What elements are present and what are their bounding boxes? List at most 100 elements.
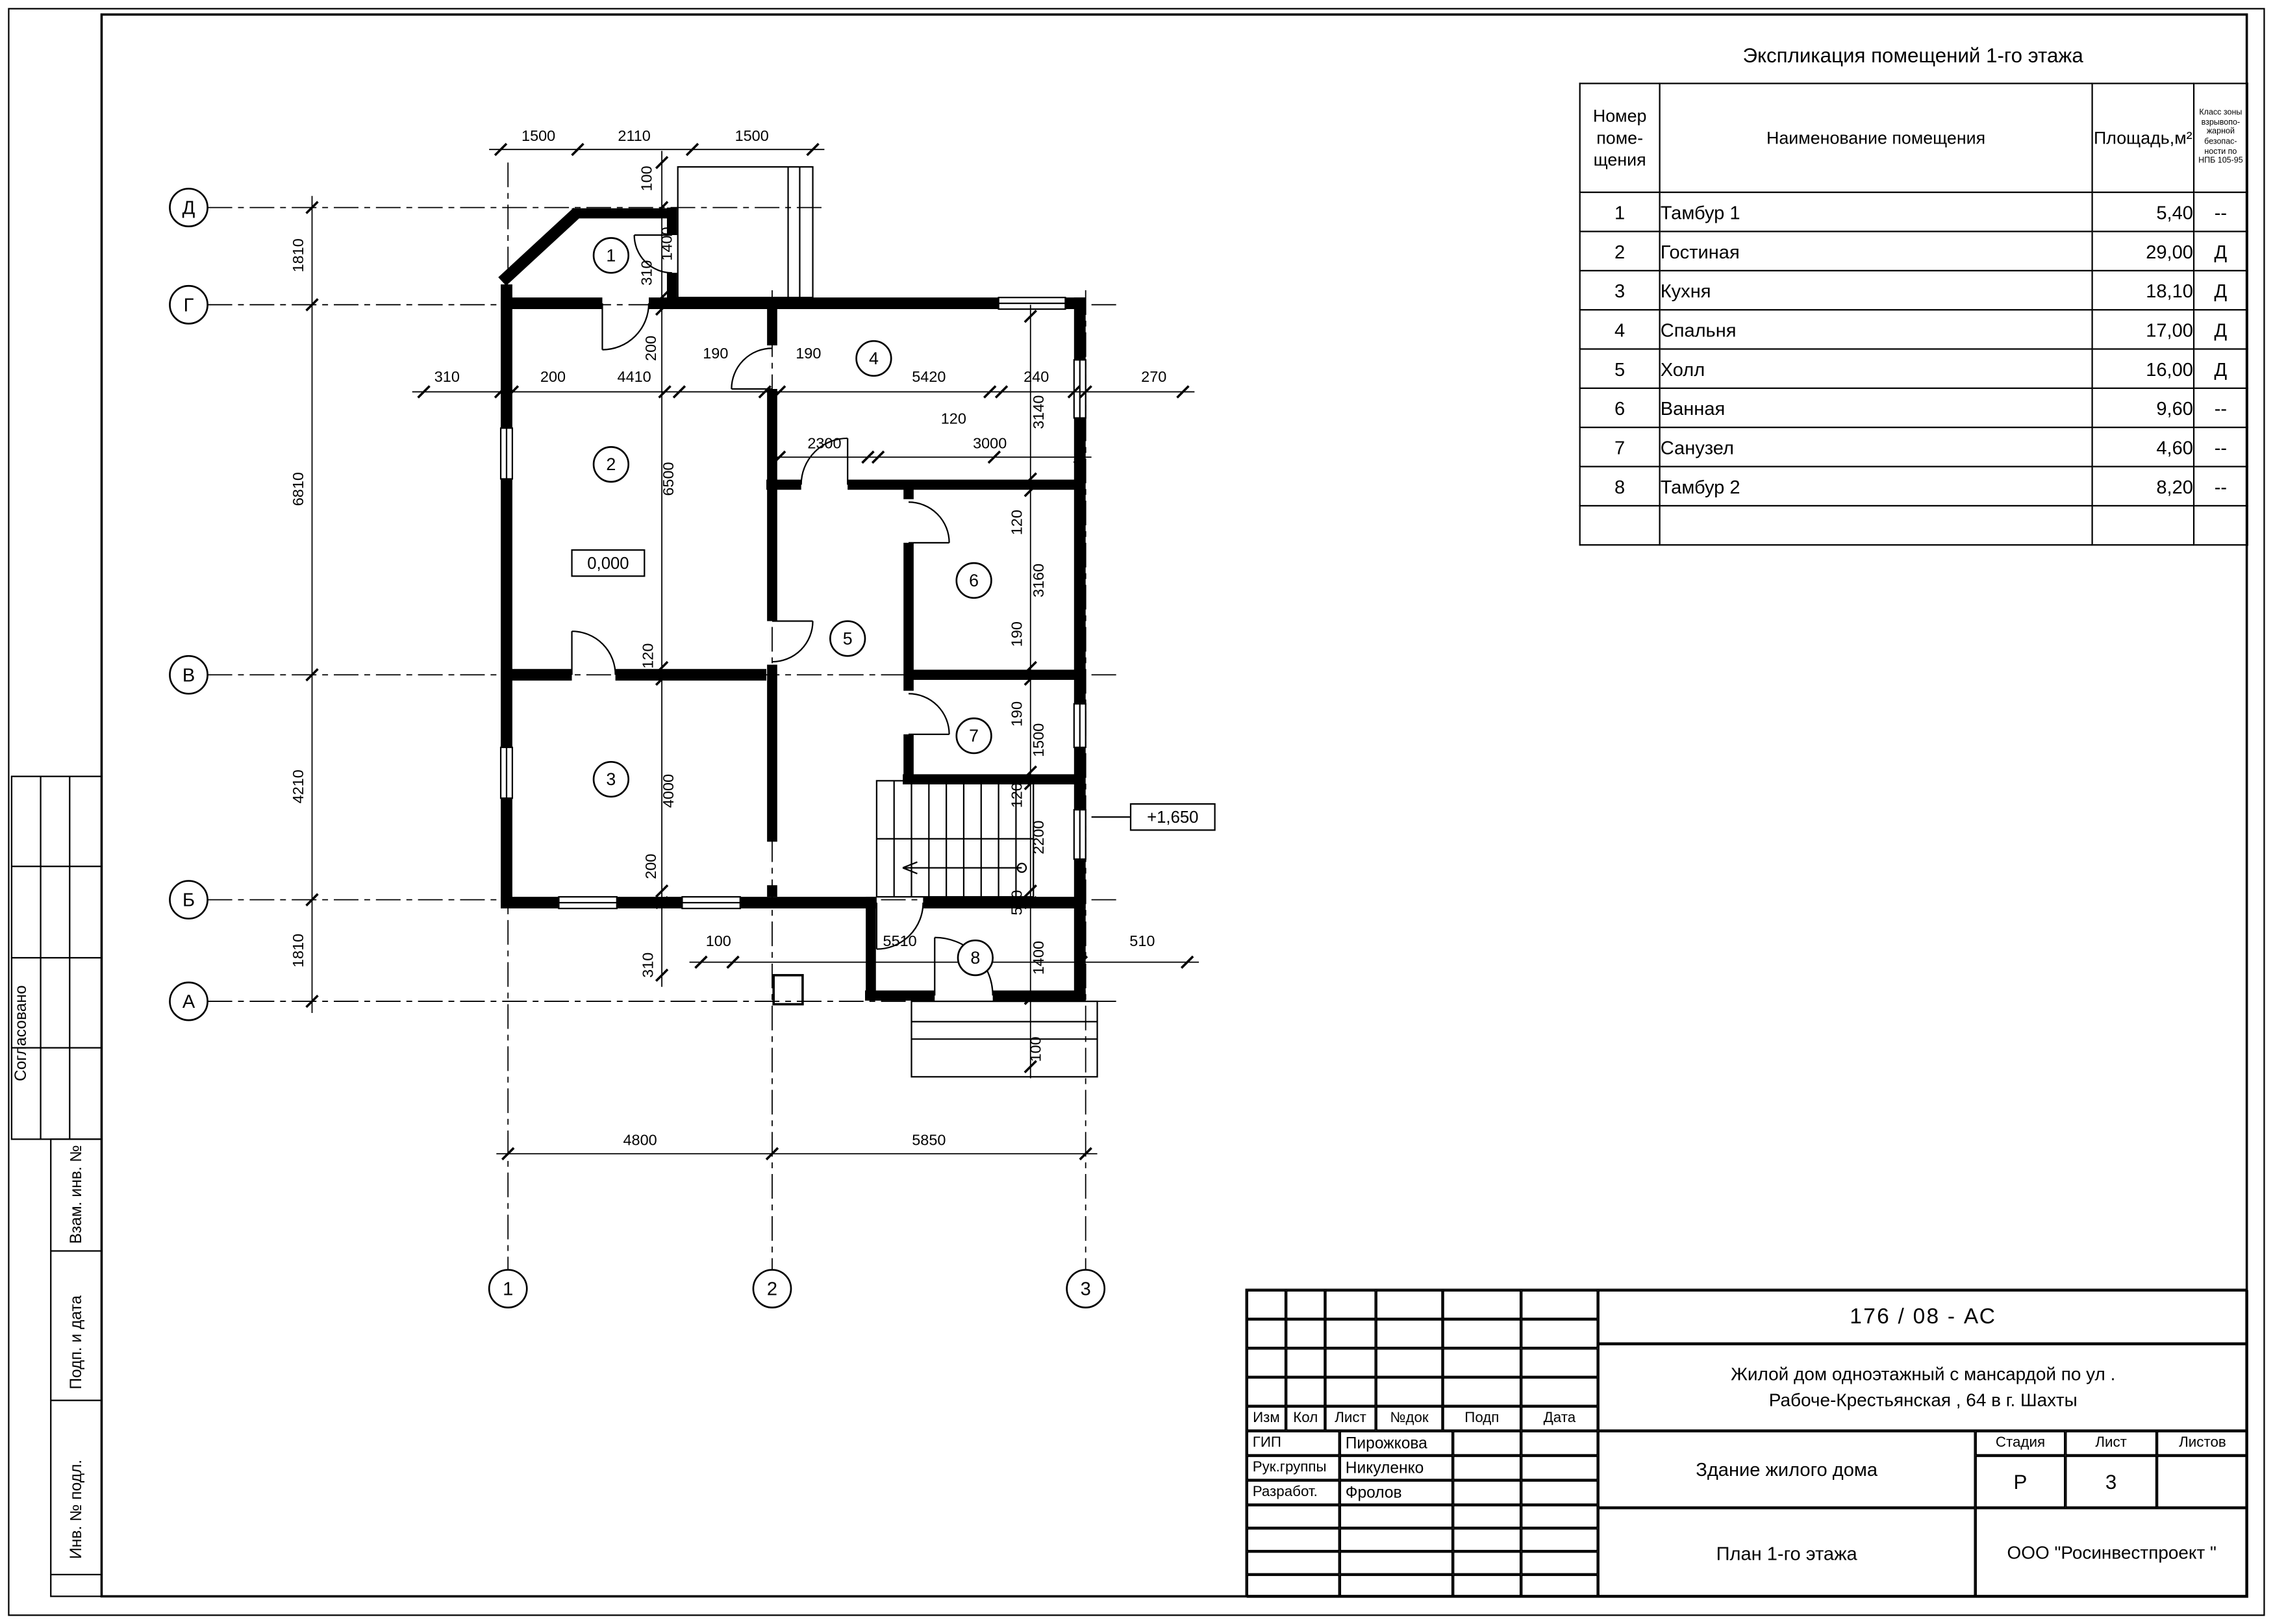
titleblock-signature-cell	[1453, 1480, 1522, 1505]
room-number-label: 4	[869, 349, 879, 368]
room-area: 5,40	[2091, 192, 2195, 232]
dimension-tick	[694, 955, 708, 969]
axis-label: Б	[182, 890, 195, 911]
dimension-label: 1500	[1030, 723, 1047, 757]
elevation-marks: 0,000 +1,650	[571, 549, 1216, 831]
room-number-label: 7	[969, 726, 979, 745]
room-number: 5	[1579, 348, 1661, 389]
dimension-lines	[305, 142, 1199, 1160]
titleblock-grid-cell	[1339, 1574, 1453, 1598]
dimension-tick	[1180, 955, 1194, 969]
dimension-label: 1500	[521, 127, 555, 144]
sheet-value: 3	[2065, 1455, 2157, 1508]
dimension-label: 240	[1023, 368, 1049, 385]
room-number: 1	[1579, 192, 1661, 232]
dimension-tick	[871, 450, 885, 464]
dimension-tick	[1023, 660, 1037, 675]
dimension-label: 1810	[290, 934, 307, 968]
dimension-label: 120	[941, 410, 966, 427]
dimension-label: 190	[796, 345, 821, 362]
titleblock-grid-cell	[1339, 1505, 1453, 1529]
pier-column	[772, 974, 804, 1006]
dimension-tick	[772, 385, 786, 399]
room-area	[2091, 505, 2195, 546]
room-area: 4,60	[2091, 427, 2195, 468]
dimension-label: 2110	[618, 127, 650, 144]
dimension-label: 200	[642, 854, 659, 879]
dimension-label: 190	[1008, 621, 1025, 647]
titleblock-grid-cell	[1246, 1348, 1287, 1377]
dimension-label: 5510	[883, 932, 917, 949]
room-number-label: 5	[843, 629, 853, 648]
explication-header-row: Номер поме- щения Наименование помещения…	[1579, 82, 2248, 194]
walls	[498, 207, 1086, 1002]
windows	[499, 297, 1086, 910]
room-number: 4	[1579, 309, 1661, 350]
axis-bubble	[169, 655, 208, 695]
room-category: Д	[2192, 231, 2248, 271]
dimension-tick	[655, 672, 669, 686]
elevation-zero: 0,000	[587, 555, 629, 573]
titleblock-grid-cell	[1339, 1551, 1453, 1575]
titleblock-grid-cell	[1521, 1319, 1598, 1349]
axis-lines	[207, 162, 1118, 1270]
dimension-tick	[1023, 777, 1037, 791]
room-number: 2	[1579, 231, 1661, 271]
room-name: Кухня	[1659, 269, 2093, 311]
room-number-label: 1	[606, 245, 616, 265]
axis-bubble	[488, 1269, 528, 1308]
titleblock-role: ГИП	[1246, 1430, 1340, 1456]
titleblock-grid-cell	[1286, 1348, 1325, 1377]
building-name: Здание жилого дома	[1598, 1430, 1976, 1508]
dimension-label: 270	[1141, 368, 1166, 385]
dimension-label: 1810	[290, 238, 307, 272]
dimension-tick	[655, 895, 669, 910]
drawing-name: План 1-го этажа	[1598, 1508, 1976, 1598]
room-category: Д	[2192, 348, 2248, 389]
stairs	[875, 780, 1035, 898]
dimension-tick	[1023, 765, 1037, 779]
axis-bubble	[169, 981, 208, 1021]
axis-bubble	[169, 284, 208, 325]
dimension-label: 120	[1008, 782, 1025, 808]
titleblock-grid-cell	[1286, 1377, 1325, 1406]
room-bubble	[957, 939, 994, 977]
explication-row	[1579, 505, 2248, 546]
titleblock-person: Никуленко	[1339, 1455, 1453, 1480]
stage-label: Стадия	[1975, 1430, 2066, 1456]
dimension-label: 4210	[290, 769, 307, 803]
room-category: Д	[2192, 309, 2248, 350]
axis-label: А	[182, 992, 195, 1012]
room-category: --	[2192, 466, 2248, 506]
titleblock-role: Разработ.	[1246, 1480, 1340, 1505]
dimension-label: 100	[638, 166, 655, 191]
dimension-tick	[806, 142, 820, 156]
axis-label: 3	[1081, 1279, 1091, 1300]
dimension-tick	[655, 302, 669, 316]
dimension-tick	[1023, 895, 1037, 910]
axis-bubble	[1066, 1269, 1106, 1308]
axis-label: 2	[767, 1279, 777, 1300]
titleblock-grid-cell	[1246, 1551, 1340, 1575]
dimension-tick	[772, 450, 786, 464]
dimension-tick	[571, 142, 584, 156]
axis-label: Д	[182, 198, 195, 219]
room-name: Гостиная	[1659, 231, 2093, 271]
room-area: 17,00	[2091, 309, 2195, 350]
dimension-tick	[1023, 472, 1037, 486]
dimension-label: 200	[540, 368, 566, 385]
dimension-tick	[994, 385, 1009, 399]
room-area: 18,10	[2091, 269, 2195, 311]
dimension-label: 1500	[735, 127, 769, 144]
room-area: 29,00	[2091, 231, 2195, 271]
titleblock-grid-cell	[1453, 1528, 1522, 1552]
stage-value: Р	[1975, 1455, 2066, 1508]
axis-label: 1	[503, 1279, 513, 1300]
